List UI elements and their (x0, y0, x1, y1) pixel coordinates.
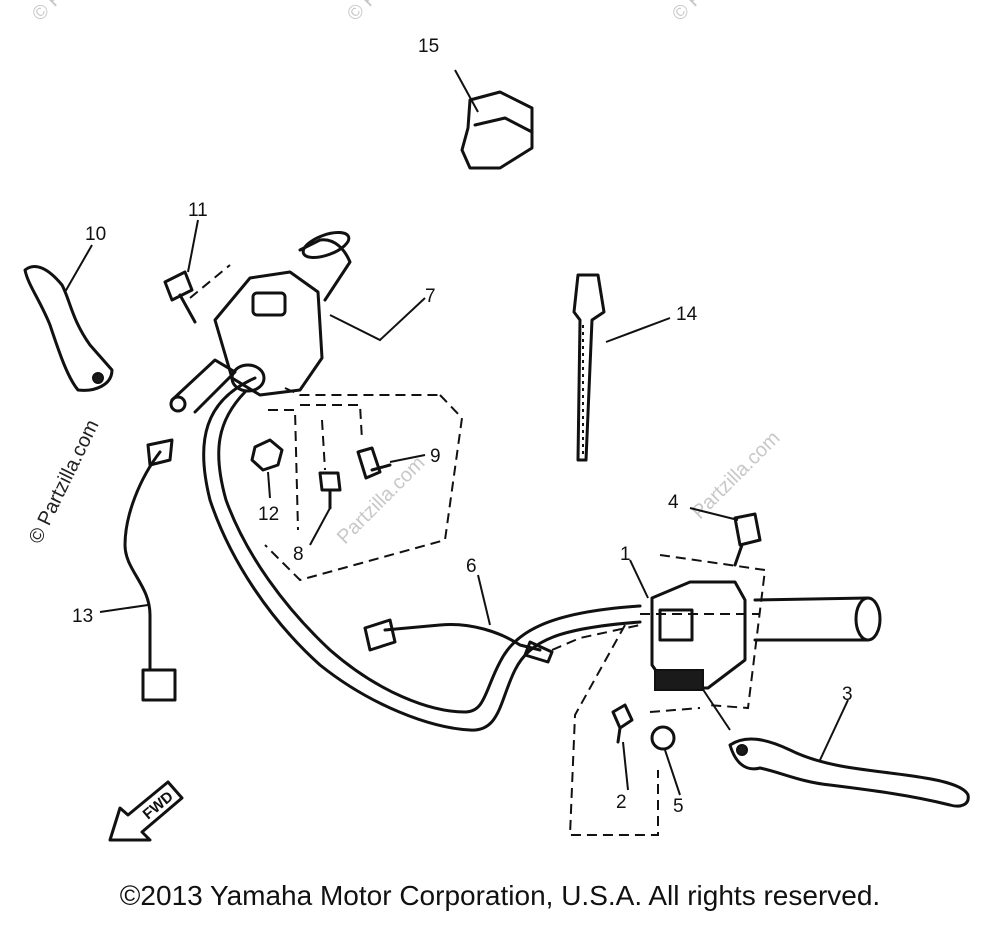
wire-6-route (551, 624, 641, 651)
leader-6 (477, 574, 491, 626)
callout-8: 8 (293, 544, 304, 565)
group-7-outline (189, 264, 464, 582)
watermark-side: © Partzilla.com (25, 416, 104, 547)
group-2-5-outline (568, 624, 701, 836)
leader-10 (64, 244, 93, 293)
cable-tie-14 (572, 273, 606, 462)
callout-14: 14 (676, 304, 698, 325)
leader-5 (664, 749, 681, 796)
wire-13-connector-top (146, 438, 174, 467)
handlebar-inner (217, 390, 642, 714)
group-1-outline (659, 554, 767, 710)
left-grip-end (301, 231, 351, 259)
left-switch-housing (213, 270, 324, 397)
leader-11 (187, 219, 199, 273)
leader-13 (99, 604, 149, 613)
callout-4: 4 (668, 492, 679, 513)
callout-12: 12 (258, 504, 279, 525)
left-lever (23, 265, 114, 392)
callout-13: 13 (72, 606, 93, 627)
left-grip-tube (298, 238, 352, 302)
copyright-notice: ©2013 Yamaha Motor Corporation, U.S.A. A… (119, 880, 881, 911)
leader-2 (622, 741, 629, 791)
right-housing-clamp (654, 669, 704, 691)
callout-9: 9 (430, 446, 441, 467)
leader-1 (629, 559, 649, 599)
watermark-right: Partzilla.com (688, 427, 785, 524)
right-lever (728, 737, 970, 808)
handlebar-exploded-diagram: © Partzilla.com © Partzilla.com © Partzi… (23, 0, 970, 842)
wire-6 (383, 622, 542, 652)
leader-12 (267, 471, 271, 499)
screw-4 (733, 512, 762, 567)
callout-5: 5 (673, 796, 684, 817)
forward-arrow (108, 780, 184, 842)
leader-9 (389, 454, 426, 463)
leader-14 (605, 317, 671, 343)
leader-7 (329, 297, 426, 342)
group-12-outline (268, 409, 299, 531)
callout-11: 11 (188, 200, 208, 221)
callout-15: 15 (418, 36, 439, 57)
right-grip-body (753, 596, 870, 642)
left-housing-bore (230, 363, 266, 393)
callout-2: 2 (616, 792, 627, 813)
screw-2 (611, 703, 634, 744)
wire-6-connector-right (523, 640, 554, 664)
leader-8 (309, 507, 331, 546)
left-switch-button (251, 291, 287, 317)
wire-6-connector-left (363, 618, 397, 652)
wire-13 (123, 450, 162, 672)
leader-3b (701, 687, 731, 731)
clamp-15-slot (473, 116, 534, 134)
screw-9 (356, 446, 392, 480)
leader-4 (689, 507, 739, 521)
callout-3: 3 (842, 684, 853, 705)
nut-5 (650, 725, 676, 751)
handlebar-outer (202, 376, 642, 732)
callout-6: 6 (466, 556, 477, 577)
left-housing-bracket (170, 358, 237, 414)
leader-3 (819, 699, 849, 761)
clamp-15 (460, 90, 534, 170)
wire-13-connector-bottom (141, 668, 177, 702)
screw-8 (318, 471, 342, 510)
callout-1: 1 (620, 544, 631, 565)
left-housing-eye (169, 395, 187, 413)
watermark-top-2: © Partzilla.com (343, 0, 454, 26)
watermark-top-3: © Partzilla.com (668, 0, 779, 26)
nut-12 (250, 438, 284, 472)
screw-11 (163, 270, 197, 324)
callout-10: 10 (85, 224, 106, 245)
left-lever-pivot (92, 372, 104, 384)
right-grip-end (854, 596, 882, 642)
group-9-outline (300, 404, 363, 441)
group-8-outline (321, 419, 326, 471)
watermark-top-1: © Partzilla.com (28, 0, 139, 26)
callout-7: 7 (425, 286, 436, 307)
leader-15 (454, 69, 479, 113)
right-switch-button (658, 608, 694, 642)
right-lever-pivot (736, 744, 748, 756)
